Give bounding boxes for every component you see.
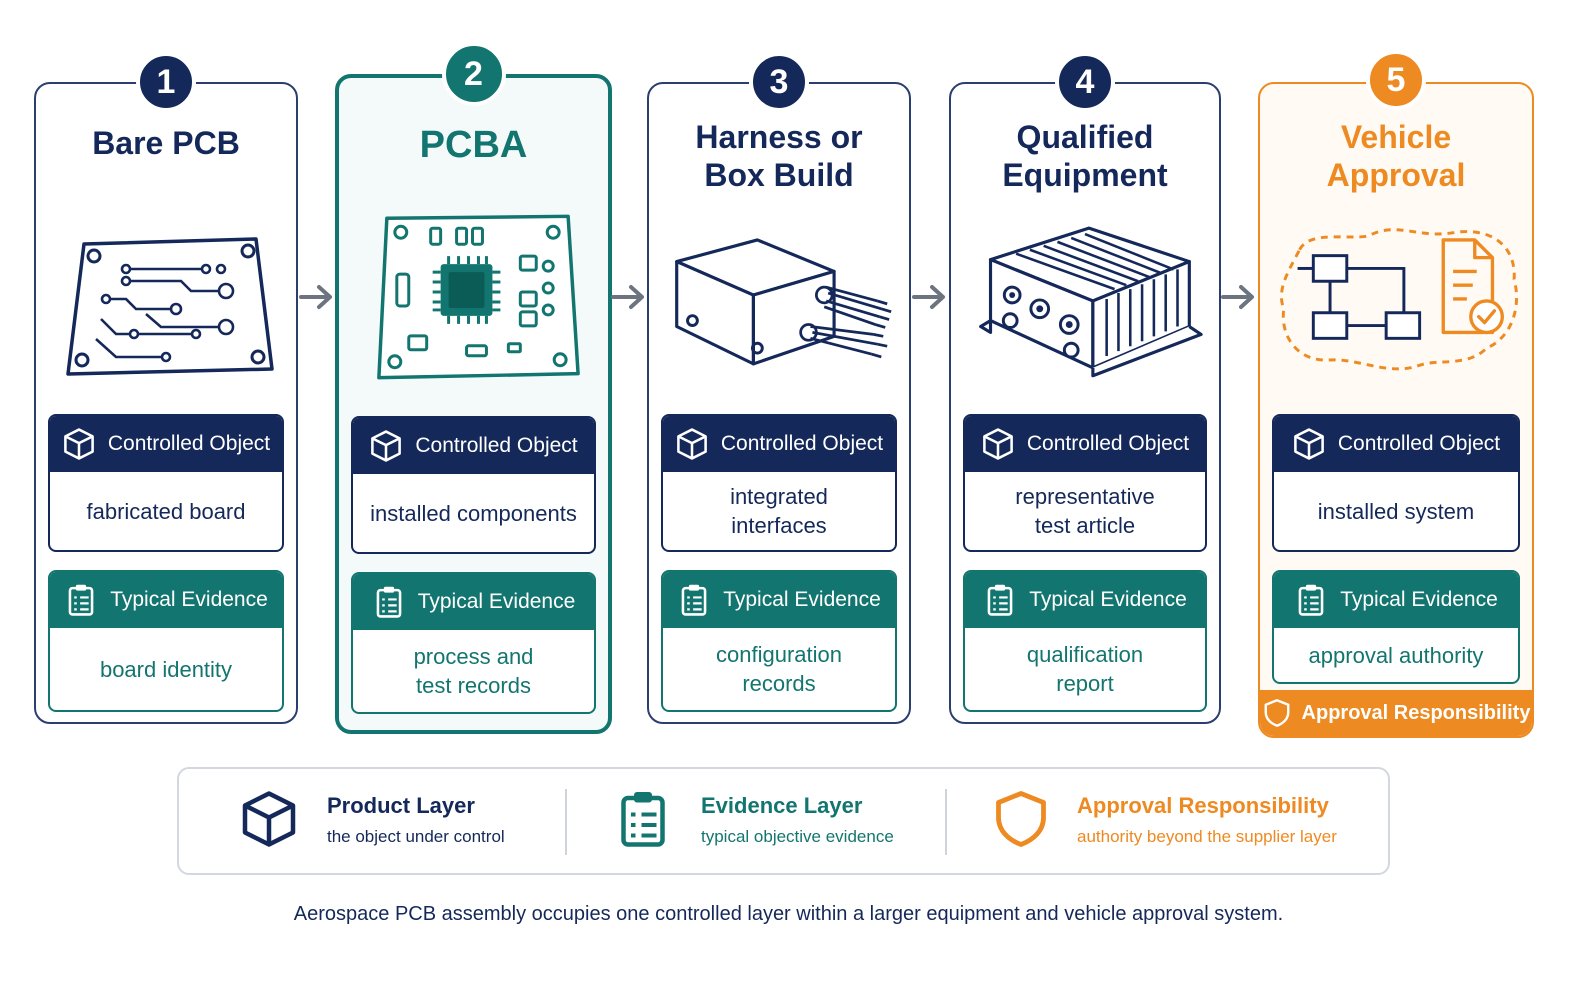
stage-number-badge: 4	[1055, 52, 1115, 112]
cube-icon	[369, 429, 403, 463]
controlled-object-label: Controlled Object	[1026, 432, 1190, 455]
typical-evidence-panel: Typical Evidence board identity	[48, 570, 284, 712]
controlled-object-header: Controlled Object	[50, 416, 282, 472]
flow-arrow-icon	[611, 282, 647, 312]
legend: Product Layer the object under control E…	[177, 767, 1390, 875]
stage-number-badge: 2	[441, 42, 506, 106]
typical-evidence-panel: Typical Evidence approval authority	[1272, 570, 1520, 684]
typical-evidence-header: Typical Evidence	[50, 572, 282, 628]
stage-number-badge: 5	[1366, 50, 1426, 110]
flow-arrow-icon	[912, 282, 948, 312]
stage-title: PCBA	[419, 124, 528, 166]
controlled-object-header: Controlled Object	[353, 418, 594, 474]
typical-evidence-value: board identity	[99, 656, 233, 682]
controlled-object-panel: Controlled Object representative test ar…	[963, 414, 1207, 552]
flow-arrow-icon	[299, 282, 335, 312]
stage-number-badge: 1	[136, 52, 196, 112]
typical-evidence-header: Typical Evidence	[663, 572, 895, 628]
approval-responsibility-label: Approval Responsibility	[1301, 701, 1531, 724]
controlled-object-value: integrated interfaces	[730, 484, 828, 538]
stage-vehicle-approval: Vehicle Approval Controlled Object in	[1258, 82, 1534, 738]
typical-evidence-label: Typical Evidence	[723, 588, 881, 611]
box-build-icon	[659, 209, 899, 384]
stage-bare-pcb: 1 Bare PCB Controlled Object fabricated …	[34, 52, 298, 724]
controlled-object-panel: Controlled Object integrated interfaces	[661, 414, 897, 552]
typical-evidence-panel: Typical Evidence process and test record…	[351, 572, 596, 714]
legend-title: Evidence Layer	[701, 793, 863, 818]
stage-title: Bare PCB	[92, 125, 240, 161]
equipment-icon	[961, 209, 1209, 384]
clipboard-icon	[677, 583, 711, 617]
legend-subtitle: typical objective evidence	[701, 827, 894, 846]
controlled-object-header: Controlled Object	[1274, 416, 1518, 472]
stage-number-badge: 3	[749, 52, 809, 112]
typical-evidence-panel: Typical Evidence configuration records	[661, 570, 897, 712]
cube-icon	[981, 427, 1015, 461]
clipboard-icon	[1294, 583, 1328, 617]
stage-title: Vehicle Approval	[1326, 119, 1466, 193]
controlled-object-value: fabricated board	[86, 498, 246, 524]
controlled-object-label: Controlled Object	[107, 432, 271, 455]
typical-evidence-label: Typical Evidence	[1029, 588, 1187, 611]
clipboard-icon	[64, 583, 98, 617]
controlled-object-header: Controlled Object	[965, 416, 1205, 472]
stage-title: Qualified Equipment	[1002, 119, 1168, 193]
controlled-object-label: Controlled Object	[720, 432, 884, 455]
clipboard-icon	[372, 585, 406, 619]
typical-evidence-header: Typical Evidence	[965, 572, 1205, 628]
legend-title: Approval Responsibility	[1077, 793, 1329, 818]
caption: Aerospace PCB assembly occupies one cont…	[293, 903, 1284, 925]
cube-icon	[239, 787, 299, 851]
controlled-object-header: Controlled Object	[663, 416, 895, 472]
flow-arrow-icon	[1221, 282, 1257, 312]
controlled-object-panel: Controlled Object installed components	[351, 416, 596, 554]
typical-evidence-value: approval authority	[1308, 642, 1484, 668]
clipboard-icon	[613, 787, 673, 851]
cube-icon	[62, 427, 96, 461]
pcba-icon	[349, 206, 598, 381]
legend-subtitle: authority beyond the supplier layer	[1077, 827, 1337, 846]
legend-title: Product Layer	[327, 793, 475, 818]
clipboard-icon	[983, 583, 1017, 617]
approval-responsibility-bar: Approval Responsibility	[1260, 690, 1532, 736]
controlled-object-label: Controlled Object	[1337, 432, 1501, 455]
legend-subtitle: the object under control	[327, 827, 505, 846]
vehicle-approval-icon	[1270, 209, 1522, 384]
controlled-object-panel: Controlled Object fabricated board	[48, 414, 284, 552]
typical-evidence-label: Typical Evidence	[110, 588, 268, 611]
legend-evidence-layer: Evidence Layer typical objective evidenc…	[613, 769, 933, 873]
stage-title: Harness or Box Build	[695, 119, 863, 193]
typical-evidence-label: Typical Evidence	[1340, 588, 1498, 611]
shield-icon	[991, 787, 1051, 851]
stage-box-build: 3 Harness or Box Build Controlled Object…	[647, 52, 911, 724]
typical-evidence-header: Typical Evidence	[1274, 572, 1518, 628]
typical-evidence-panel: Typical Evidence qualification report	[963, 570, 1207, 712]
stage-qualified-equipment: 4 Qualified Equipment	[949, 52, 1221, 724]
typical-evidence-value: process and test records	[413, 644, 534, 698]
controlled-object-label: Controlled Object	[415, 434, 578, 457]
legend-divider	[945, 789, 947, 855]
cube-icon	[675, 427, 709, 461]
bare-pcb-icon	[46, 209, 286, 384]
controlled-object-value: representative test article	[1015, 484, 1155, 538]
typical-evidence-value: qualification report	[1026, 642, 1144, 696]
controlled-object-value: installed components	[370, 500, 577, 526]
legend-divider	[565, 789, 567, 855]
shield-icon	[1262, 698, 1292, 728]
legend-approval-responsibility: Approval Responsibility authority beyond…	[991, 769, 1371, 873]
controlled-object-panel: Controlled Object installed system	[1272, 414, 1520, 552]
typical-evidence-label: Typical Evidence	[417, 590, 576, 613]
stage-pcba: 2 PCBA	[335, 42, 612, 734]
controlled-object-value: installed system	[1317, 498, 1475, 524]
legend-product-layer: Product Layer the object under control	[239, 769, 559, 873]
typical-evidence-header: Typical Evidence	[353, 574, 594, 630]
typical-evidence-value: configuration records	[716, 642, 842, 696]
cube-icon	[1292, 427, 1326, 461]
